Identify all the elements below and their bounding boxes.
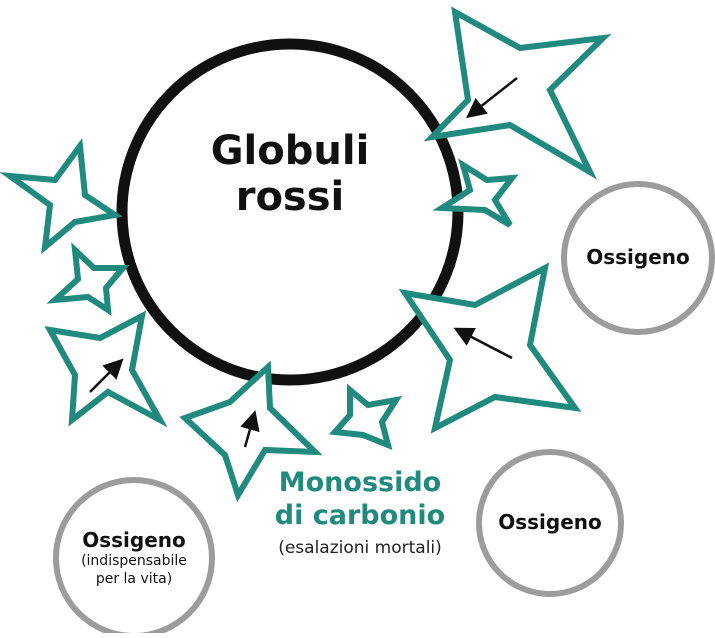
oxygen-circle-right [561, 181, 715, 335]
oxygen-circle-bottom-right [476, 449, 624, 597]
carbon-monoxide-label: Monossido di carbonio [250, 466, 470, 532]
carbon-monoxide-note: (esalazioni mortali) [278, 538, 442, 558]
arrow-left-bottom [89, 358, 124, 393]
oxygen-bottom-right-label: Ossigeno [498, 510, 602, 534]
arrow-bottom [240, 410, 260, 448]
co-star-left-bottom [44, 310, 168, 428]
red-blood-cells-label: Globuli rossi [190, 128, 390, 220]
co-star-top-right-large [423, 6, 612, 180]
red-blood-cells-line1: Globuli [210, 128, 370, 174]
red-blood-cells-line2: rossi [235, 174, 345, 220]
oxygen-bottom-left-note2: per la vita) [95, 571, 173, 587]
carbon-monoxide-line1: Monossido [278, 467, 442, 498]
oxygen-bottom-left-label: Ossigeno (indispensabile per la vita) [56, 528, 212, 588]
arrow-right [453, 327, 513, 360]
oxygen-bottom-left-note1: (indispensabile [81, 553, 187, 569]
carbon-monoxide-line2: di carbonio [274, 500, 446, 531]
co-star-bottom-small [328, 383, 403, 450]
co-star-left-small [46, 242, 130, 316]
red-blood-cell-circle [116, 38, 464, 386]
oxygen-right-label: Ossigeno [586, 245, 690, 269]
arrow-top-right [466, 77, 518, 119]
co-star-right-small [432, 158, 519, 228]
co-star-left-top [0, 137, 123, 255]
oxygen-bottom-left-title: Ossigeno [82, 528, 186, 552]
